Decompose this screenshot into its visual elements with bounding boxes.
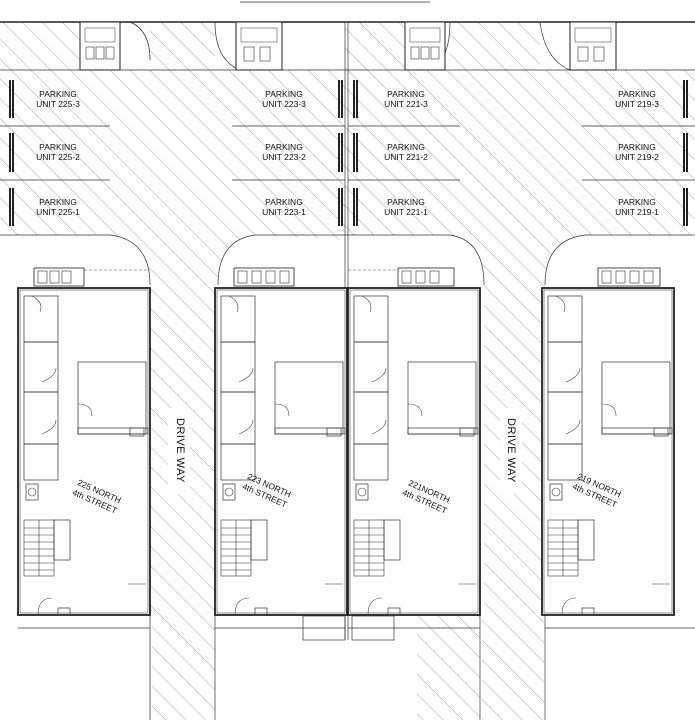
- parking-unit-223-2: UNIT 223-2: [262, 152, 306, 162]
- drive-way-label-left: DRIVE WAY: [174, 418, 186, 483]
- utility-meter-boxes: [79, 21, 617, 71]
- parking-title: PARKING: [387, 89, 425, 99]
- parking-title: PARKING: [387, 197, 425, 207]
- parking-title: PARKING: [618, 89, 656, 99]
- parking-unit-223-3: UNIT 223-3: [262, 99, 306, 109]
- parking-unit-219-3: UNIT 219-3: [615, 99, 659, 109]
- building-221: 221NORTH 4th STREET: [347, 267, 481, 616]
- hatched-drive-area: [0, 22, 695, 720]
- bottom-edges: [18, 615, 695, 641]
- parking-unit-221-3: UNIT 221-3: [384, 99, 428, 109]
- building-223: 223 NORTH 4th STREET: [214, 267, 348, 616]
- parking-title: PARKING: [387, 142, 425, 152]
- parking-unit-225-2: UNIT 225-2: [36, 152, 80, 162]
- parking-labels: PARKING UNIT 225-3 PARKING UNIT 225-2 PA…: [36, 89, 659, 217]
- parking-title: PARKING: [39, 142, 77, 152]
- parking-title: PARKING: [265, 197, 303, 207]
- parking-title: PARKING: [265, 142, 303, 152]
- building-225: 225 NORTH 4th STREET: [17, 267, 151, 616]
- parking-title: PARKING: [618, 142, 656, 152]
- parking-title: PARKING: [265, 89, 303, 99]
- parking-unit-219-2: UNIT 219-2: [615, 152, 659, 162]
- drive-way-label-right: DRIVE WAY: [505, 418, 517, 483]
- parking-unit-221-2: UNIT 221-2: [384, 152, 428, 162]
- parking-title: PARKING: [39, 197, 77, 207]
- parking-unit-219-1: UNIT 219-1: [615, 207, 659, 217]
- parking-unit-225-1: UNIT 225-1: [36, 207, 80, 217]
- parking-title: PARKING: [618, 197, 656, 207]
- building-219: 219 NORTH 4th STREET: [541, 267, 675, 616]
- parking-unit-221-1: UNIT 221-1: [384, 207, 428, 217]
- parking-title: PARKING: [39, 89, 77, 99]
- parking-unit-223-1: UNIT 223-1: [262, 207, 306, 217]
- parking-unit-225-3: UNIT 225-3: [36, 99, 80, 109]
- drive-way-labels: DRIVE WAY DRIVE WAY: [168, 408, 522, 494]
